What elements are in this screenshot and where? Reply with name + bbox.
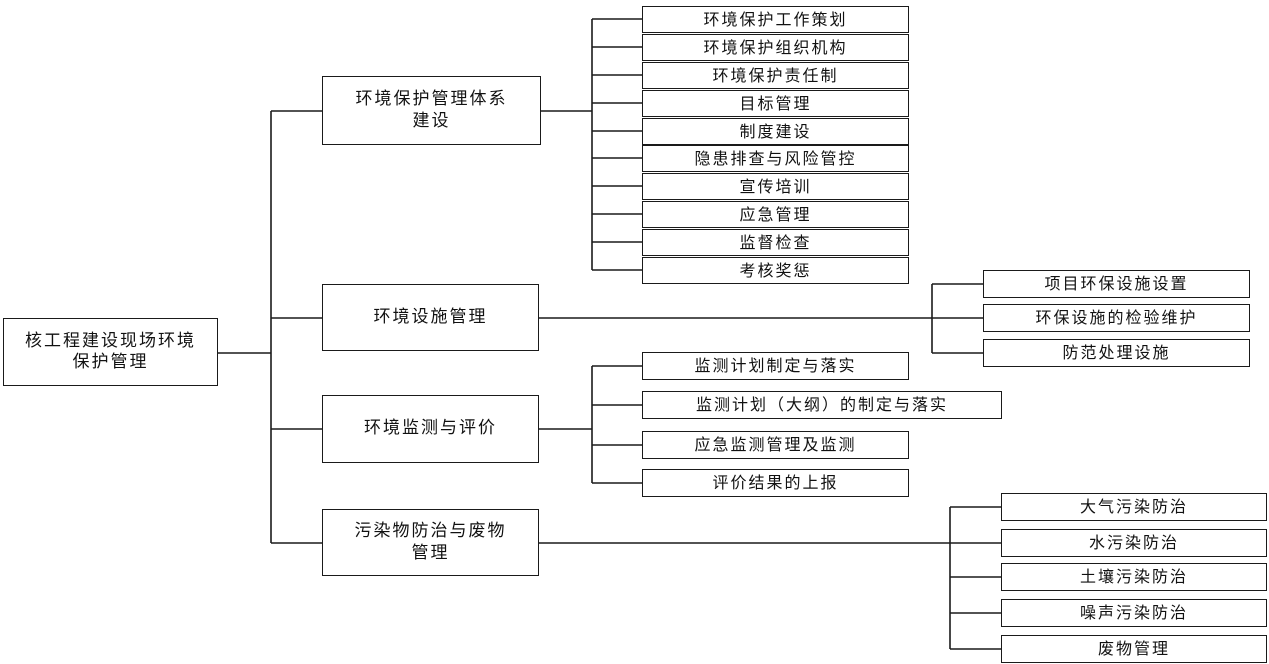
- leaf-node: 噪声污染防治: [1001, 599, 1267, 627]
- leaf-node: 考核奖惩: [642, 257, 909, 284]
- leaf-node: 环境保护组织机构: [642, 34, 909, 61]
- leaf-node: 项目环保设施设置: [983, 270, 1250, 298]
- leaf-node: 防范处理设施: [983, 339, 1250, 367]
- leaf-node: 废物管理: [1001, 635, 1267, 663]
- leaf-node: 环保设施的检验维护: [983, 304, 1250, 332]
- root-node: 核工程建设现场环境保护管理: [3, 318, 218, 386]
- leaf-node: 制度建设: [642, 118, 909, 145]
- leaf-node: 大气污染防治: [1001, 493, 1267, 521]
- leaf-node: 监测计划制定与落实: [642, 352, 909, 380]
- category-node-monitoring: 环境监测与评价: [322, 395, 539, 463]
- leaf-node: 宣传培训: [642, 173, 909, 200]
- leaf-node: 水污染防治: [1001, 529, 1267, 557]
- leaf-node: 评价结果的上报: [642, 469, 909, 497]
- leaf-node: 环境保护责任制: [642, 62, 909, 89]
- category-node-system: 环境保护管理体系建设: [322, 76, 541, 145]
- leaf-node: 土壤污染防治: [1001, 563, 1267, 591]
- leaf-node: 隐患排查与风险管控: [642, 145, 909, 172]
- category-node-pollution: 污染物防治与废物管理: [322, 509, 539, 576]
- leaf-node: 环境保护工作策划: [642, 6, 909, 33]
- leaf-node: 应急管理: [642, 201, 909, 228]
- leaf-node: 监督检查: [642, 229, 909, 256]
- leaf-node: 应急监测管理及监测: [642, 431, 909, 459]
- leaf-node: 目标管理: [642, 90, 909, 117]
- leaf-node: 监测计划（大纲）的制定与落实: [642, 391, 1002, 419]
- category-node-facilities: 环境设施管理: [322, 284, 539, 351]
